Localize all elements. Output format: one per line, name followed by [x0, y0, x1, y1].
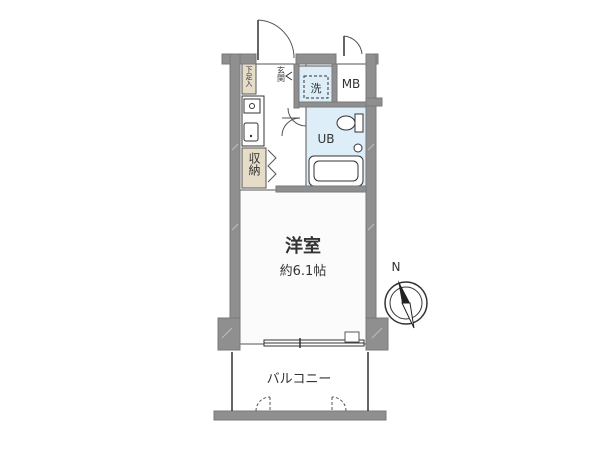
storage	[241, 147, 267, 189]
shoe-box-label: 下足入	[245, 66, 253, 87]
toilet-icon	[336, 113, 364, 133]
compass-icon: N	[384, 260, 428, 329]
outlet-box	[344, 331, 360, 343]
ub-sink-icon	[353, 143, 363, 153]
ub-label: UB	[317, 132, 334, 146]
washing-machine-icon	[303, 75, 329, 99]
balcony-label: バルコニー	[267, 372, 332, 387]
room-area-label: 約6.1帖	[280, 264, 327, 279]
entrance-door	[257, 19, 295, 60]
bathtub-icon	[308, 155, 364, 187]
wash-label: 洗	[311, 82, 322, 95]
exterior-walls	[217, 53, 389, 351]
compass-north-label: N	[392, 260, 401, 274]
door-swing-icon	[281, 117, 301, 137]
mb-door	[343, 35, 363, 56]
room-label: 洋室	[285, 235, 321, 257]
kitchen	[241, 95, 265, 147]
mb-label: MB	[342, 77, 361, 91]
balcony: バルコニー	[213, 352, 387, 421]
stove-icon	[243, 98, 261, 114]
sliding-window	[263, 338, 365, 348]
storage-label: 収納	[247, 152, 261, 176]
genkan-label: 玄関	[277, 65, 286, 83]
western-room	[239, 189, 367, 345]
wall-hatch	[221, 143, 383, 339]
sink-icon	[243, 122, 259, 142]
